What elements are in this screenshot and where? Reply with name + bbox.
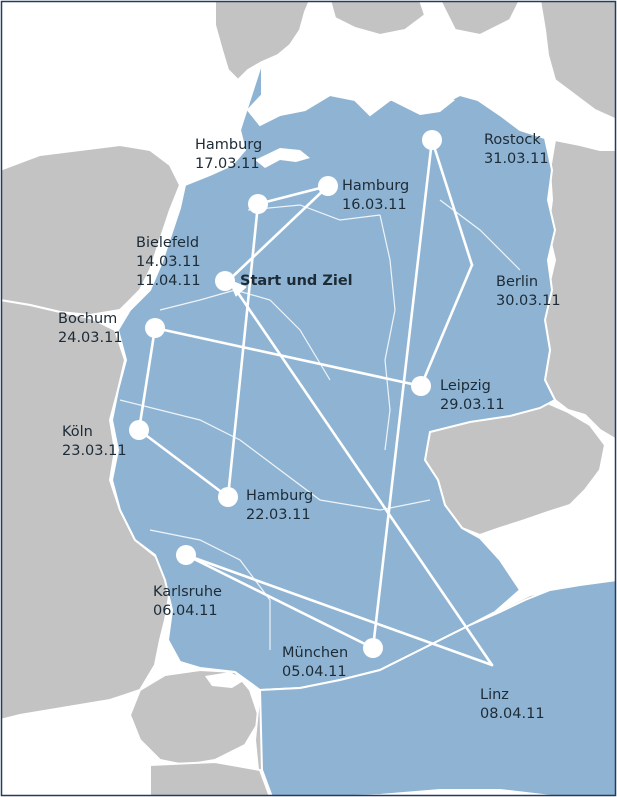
marker-koeln[interactable] [129,420,149,440]
route-segment [371,138,434,650]
stop-date-return: 11.04.11 [136,273,201,289]
stop-date: 22.03.11 [246,507,311,523]
city-name: Linz [480,687,509,703]
stop-markers [129,130,442,658]
route-segment [137,428,230,499]
label-koeln: Köln 23.03.11 [62,423,127,461]
stop-date: 08.04.11 [480,706,545,722]
italy-region [149,760,272,797]
marker-hamburg-17[interactable] [248,194,268,214]
city-name: Hamburg [342,178,410,194]
label-hamburg-22: Hamburg 22.03.11 [246,487,313,525]
marker-muenchen[interactable] [363,638,383,658]
city-name: Köln [62,424,93,440]
stop-date: 29.03.11 [440,397,505,413]
city-name: Leipzig [440,378,491,394]
state-border [159,289,331,381]
state-border [119,399,241,441]
label-bochum: Bochum 24.03.11 [58,310,123,348]
city-name: Hamburg [246,488,314,504]
route-segment [256,184,330,206]
danish-island [328,0,427,37]
marker-bielefeld[interactable] [215,271,235,291]
route-segment [184,553,375,650]
route-segment [419,263,474,388]
stop-date: 24.03.11 [58,330,123,346]
label-leipzig: Leipzig 29.03.11 [440,377,505,415]
germany-region [110,61,557,692]
state-border [149,529,271,650]
state-border [379,214,396,451]
route-segment [184,553,494,667]
marker-leipzig[interactable] [411,376,431,396]
sweden-region [538,0,617,122]
marker-rostock[interactable] [422,130,442,150]
stop-date: 14.03.11 [136,254,201,270]
route-segment [137,326,157,432]
marker-hamburg-16[interactable] [318,176,338,196]
state-borders [119,199,521,650]
stop-date: 17.03.11 [195,156,260,172]
switzerland-region [128,668,262,767]
stop-date: 16.03.11 [342,197,407,213]
label-hamburg-16: Hamburg 16.03.11 [342,177,409,215]
city-name: Hamburg [195,137,263,153]
stop-date: 31.03.11 [484,151,549,167]
marker-karlsruhe[interactable] [176,545,196,565]
label-start-und-ziel: Start und Ziel [240,272,353,291]
danish-island-east [438,0,522,37]
label-muenchen: München 05.04.11 [282,644,348,682]
coast-details [205,95,455,688]
label-karlsruhe: Karlsruhe 06.04.11 [153,583,222,621]
route-segment [227,184,330,282]
stop-date: 23.03.11 [62,443,127,459]
marker-bochum[interactable] [145,318,165,338]
stop-date: 05.04.11 [282,664,347,680]
city-name: Bochum [58,311,118,327]
label-berlin: Berlin 30.03.11 [496,273,561,311]
stop-date: 06.04.11 [153,603,218,619]
lake-bodensee [205,672,245,688]
route [137,138,494,667]
elbe-estuary [255,148,310,168]
city-name: Bielefeld [136,235,200,251]
baltic-bay [380,95,455,115]
stop-date: 30.03.11 [496,293,561,309]
marker-hamburg-22[interactable] [218,487,238,507]
state-border [239,439,431,511]
city-name: Berlin [496,274,539,290]
label-linz: Linz 08.04.11 [480,686,545,724]
state-border [247,204,381,221]
city-name: München [282,645,349,661]
label-rostock: Rostock 31.03.11 [484,131,549,169]
city-name: Karlsruhe [153,584,222,600]
city-name: Rostock [484,132,541,148]
austria-blue-region [258,578,617,797]
label-hamburg-17: Hamburg 17.03.11 [195,136,262,174]
route-segment [234,288,494,667]
label-bielefeld: Bielefeld 14.03.11 11.04.11 [136,234,201,291]
route-segment [153,326,423,388]
route-segment [430,138,474,267]
start-finish-note: Start und Ziel [240,273,353,289]
route-segment [226,202,260,499]
